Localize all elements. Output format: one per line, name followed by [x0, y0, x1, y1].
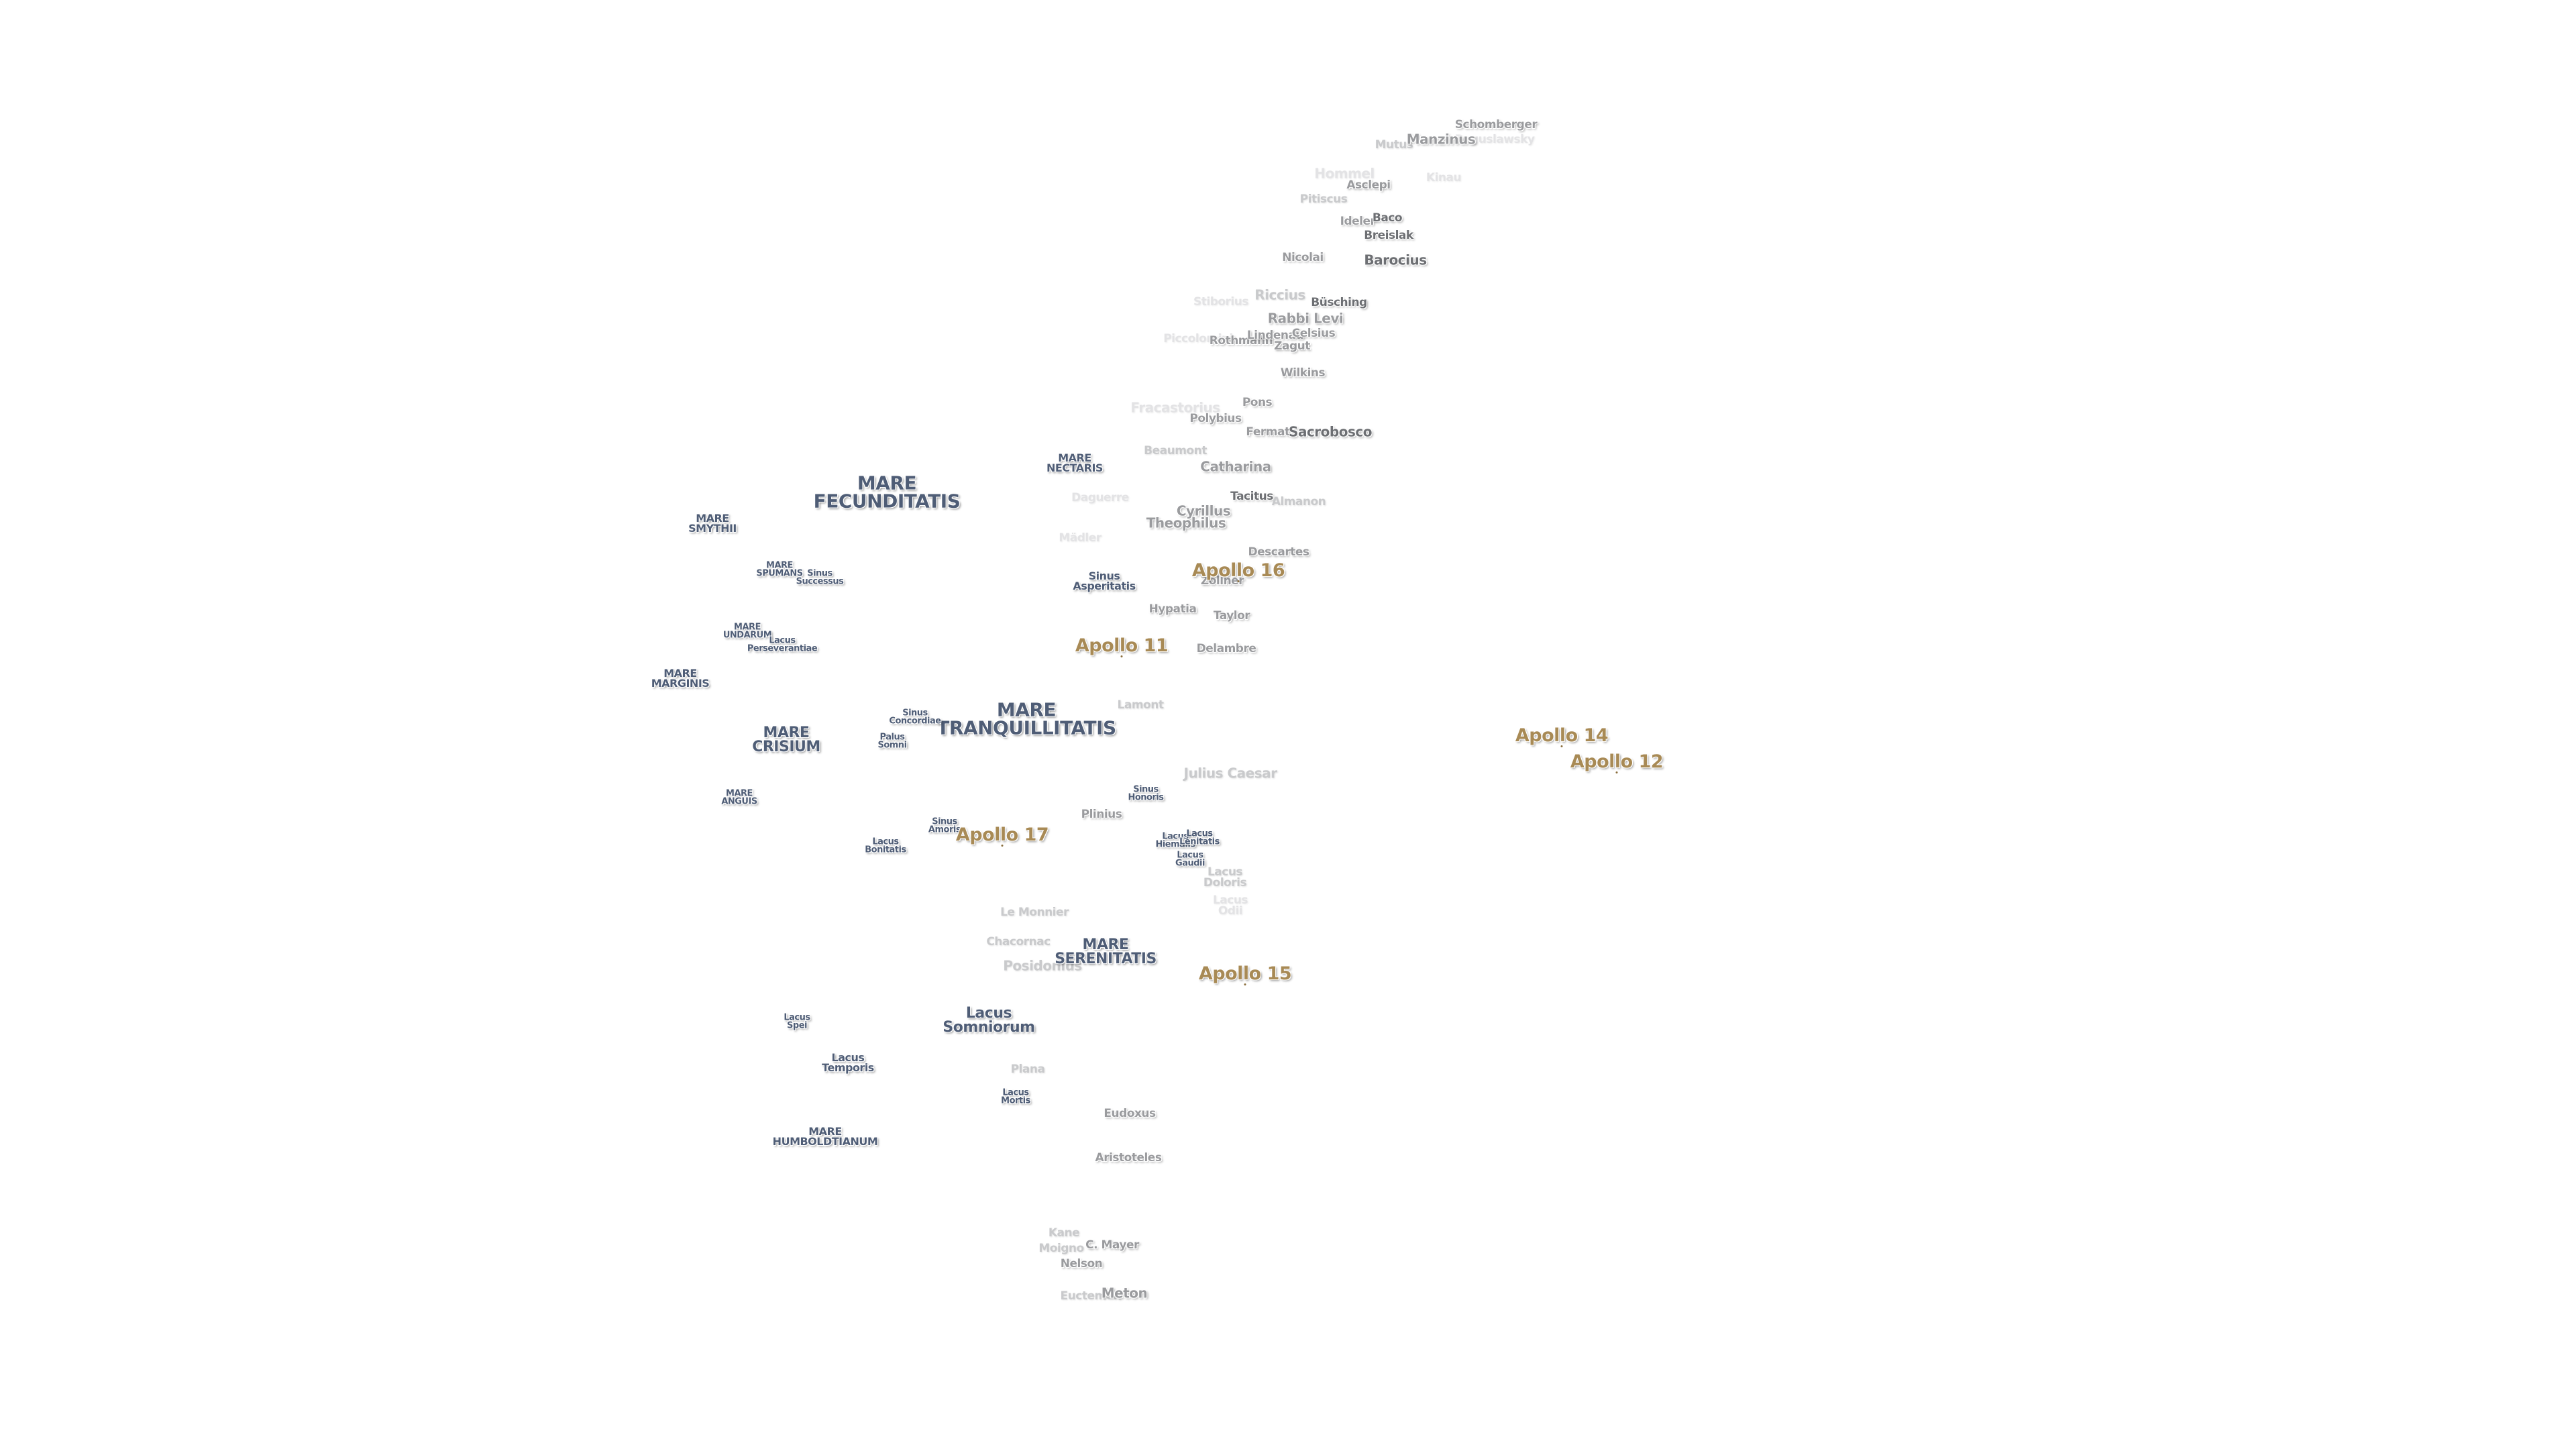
crater-label-piccolomini: Piccolomini	[1163, 331, 1233, 345]
apollo-15-marker	[1244, 983, 1246, 985]
crater-label-lindenau: Lindenau	[1246, 328, 1304, 342]
crater-label-asclepi: Asclepi	[1346, 178, 1391, 192]
crater-label-kane: Kane	[1048, 1226, 1080, 1240]
mare-label-fecunditatis: MARE FECUNDITATIS	[813, 472, 961, 512]
crater-label-zollner: Zöllner	[1200, 574, 1244, 588]
crater-label-kinau: Kinau	[1426, 170, 1462, 184]
crater-label-daguerre: Daguerre	[1071, 490, 1129, 504]
crater-label-zagut: Zagut	[1274, 339, 1310, 353]
apollo-16-marker	[1237, 580, 1240, 582]
mare-label-tranquillitatis: MARE TRANQUILLITATIS	[936, 698, 1116, 739]
crater-label-almanon: Almanon	[1271, 494, 1326, 508]
apollo-11-label: Apollo 11	[1075, 635, 1169, 657]
crater-label-boguslawsky: Boguslawsky	[1454, 132, 1535, 146]
crater-label-pitiscus: Pitiscus	[1299, 192, 1348, 206]
apollo-14-marker	[1560, 745, 1563, 747]
crater-label-celsius: Celsius	[1291, 326, 1336, 340]
lake-label-lacus-somniorum: Lacus Somniorum	[943, 1005, 1035, 1036]
crater-label-hommel: Hommel	[1314, 165, 1375, 182]
lake-label-lacus-spei: Lacus Spei	[784, 1012, 810, 1031]
crater-label-wilkins: Wilkins	[1280, 366, 1326, 380]
crater-label-busching: Büsching	[1311, 295, 1367, 309]
crater-label-sacrobosco: Sacrobosco	[1289, 423, 1372, 440]
lake-label-lacus-bonitatis: Lacus Bonitatis	[865, 837, 906, 855]
crater-label-aristoteles: Aristoteles	[1095, 1150, 1162, 1165]
crater-label-nicolai: Nicolai	[1282, 250, 1324, 264]
apollo-17-marker	[1001, 845, 1004, 847]
crater-label-theophilus: Theophilus	[1146, 515, 1226, 531]
crater-label-meton: Meton	[1101, 1285, 1148, 1301]
crater-label-catharina: Catharina	[1200, 458, 1271, 475]
mare-label-crisium: MARE CRISIUM	[752, 724, 820, 755]
lake-label-lacus-temporis: Lacus Temporis	[822, 1051, 874, 1074]
apollo-12-marker	[1615, 771, 1618, 773]
crater-label-barocius: Barocius	[1364, 252, 1427, 268]
crater-label-riccius: Riccius	[1254, 286, 1305, 303]
crater-label-julius-caesar: Julius Caesar	[1183, 765, 1278, 782]
mare-label-smythii: MARE SMYTHII	[688, 511, 737, 535]
crater-label-cyrillus: Cyrillus	[1176, 502, 1231, 519]
apollo-14-label: Apollo 14	[1515, 725, 1609, 747]
lake-label-lacus-lenitatis: Lacus Lenitatis	[1179, 828, 1220, 847]
marsh-label-palus-somni: Palus Somni	[877, 732, 907, 751]
lake-label-lacus-gaudii: Lacus Gaudii	[1175, 850, 1205, 869]
bay-label-sinus-honoris: Sinus Honoris	[1128, 784, 1164, 803]
crater-label-pons: Pons	[1242, 395, 1273, 409]
crater-label-euctemon: Euctemon	[1060, 1289, 1122, 1303]
apollo-11-marker	[1120, 655, 1123, 657]
crater-label-moigno: Moigno	[1038, 1241, 1084, 1255]
lake-label-lacus-perseverantiae: Lacus Perseverantiae	[747, 635, 818, 654]
crater-label-delambre: Delambre	[1196, 641, 1256, 655]
lake-label-lacus-doloris: Lacus Doloris	[1203, 865, 1247, 890]
crater-label-madler: Mädler	[1059, 531, 1102, 545]
mare-label-undarum: MARE UNDARUM	[722, 622, 772, 641]
crater-label-plinius: Plinius	[1081, 807, 1122, 821]
crater-label-tacitus: Tacitus	[1230, 489, 1273, 503]
apollo-12-label: Apollo 12	[1570, 751, 1664, 773]
crater-label-chacornac: Chacornac	[986, 934, 1051, 949]
crater-label-fracastorius: Fracastorius	[1130, 399, 1220, 416]
crater-label-hypatia: Hypatia	[1148, 602, 1197, 616]
crater-label-rabbi-levi: Rabbi Levi	[1267, 310, 1344, 327]
mare-label-spumans: MARE SPUMANS	[756, 560, 803, 579]
crater-label-beaumont: Beaumont	[1144, 443, 1207, 458]
mare-label-anguis: MARE ANGUIS	[721, 788, 757, 807]
apollo-16-label: Apollo 16	[1191, 560, 1285, 582]
crater-label-le-monnier: Le Monnier	[1000, 905, 1069, 919]
crater-label-baco: Baco	[1372, 211, 1403, 225]
crater-label-manzinus: Manzinus	[1406, 131, 1476, 148]
crater-label-stiborius: Stiborius	[1193, 294, 1248, 309]
crater-label-lamont: Lamont	[1117, 698, 1164, 712]
mare-label-marginis: MARE MARGINIS	[651, 666, 710, 690]
crater-label-taylor: Taylor	[1213, 608, 1250, 623]
crater-label-plana: Plana	[1010, 1062, 1045, 1076]
mare-label-humboldtianum: MARE HUMBOLDTIANUM	[772, 1124, 878, 1148]
crater-label-schomberger: Schomberger	[1454, 117, 1538, 131]
lake-label-lacus-hiemalis: Lacus Hiemalis	[1155, 831, 1195, 850]
crater-label-descartes: Descartes	[1248, 545, 1309, 559]
crater-label-breislak: Breislak	[1364, 228, 1413, 242]
apollo-15-label: Apollo 15	[1198, 963, 1292, 985]
bay-label-sinus-asperitatis: Sinus Asperitatis	[1073, 569, 1136, 592]
crater-label-polybius: Polybius	[1189, 411, 1242, 425]
crater-label-mutus: Mutus	[1375, 138, 1413, 152]
mare-label-nectaris: MARE NECTARIS	[1046, 451, 1103, 474]
bay-label-sinus-amoris: Sinus Amoris	[928, 816, 961, 835]
crater-label-rothmann: Rothmann	[1209, 333, 1273, 347]
mare-label-serenitatis: MARE SERENITATIS	[1055, 936, 1157, 967]
crater-label-c-mayer: C. Mayer	[1085, 1238, 1139, 1252]
lake-label-lacus-odii: Lacus Odii	[1212, 893, 1248, 918]
crater-label-nelson: Nelson	[1060, 1256, 1103, 1271]
apollo-17-label: Apollo 17	[955, 824, 1049, 846]
crater-label-posidonius: Posidonius	[1003, 957, 1082, 974]
lake-label-lacus-mortis: Lacus Mortis	[1001, 1087, 1030, 1106]
bay-label-sinus-concordiae: Sinus Concordiae	[889, 708, 941, 727]
crater-label-fermat: Fermat	[1246, 425, 1290, 439]
crater-label-ideler: Ideler	[1340, 214, 1376, 228]
bay-label-sinus-successus: Sinus Successus	[796, 568, 844, 587]
crater-label-eudoxus: Eudoxus	[1104, 1106, 1156, 1120]
